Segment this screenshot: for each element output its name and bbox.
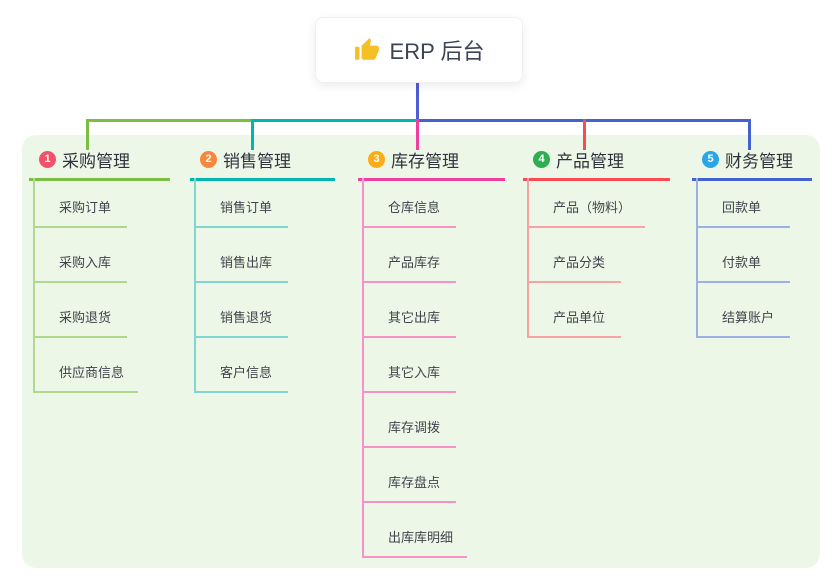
child-node-label: 出库库明细 [388, 530, 454, 545]
child-node[interactable]: 库存调拨 [364, 393, 456, 448]
branches-panel [22, 135, 820, 568]
root-connector-line [416, 83, 419, 121]
root-node-erp[interactable]: ERP 后台 [315, 17, 523, 83]
child-node[interactable]: 销售订单 [196, 178, 288, 228]
branch-children-product: 产品（物料） 产品分类 产品单位 [527, 178, 646, 338]
branch-header-finance[interactable]: 5 财务管理 [692, 147, 812, 181]
child-node[interactable]: 产品分类 [529, 228, 621, 283]
child-node[interactable]: 产品单位 [529, 283, 621, 338]
root-node-label: ERP 后台 [389, 39, 485, 64]
child-node[interactable]: 客户信息 [196, 338, 288, 393]
branch-header-inventory[interactable]: 3 库存管理 [358, 147, 505, 181]
child-node-label: 仓库信息 [388, 200, 441, 215]
branch-label: 财务管理 [725, 152, 793, 171]
connector-horizontal-sales [251, 119, 418, 122]
branch-label: 采购管理 [62, 152, 130, 171]
connector-drop-product [583, 119, 586, 150]
child-node-label: 采购入库 [59, 255, 112, 270]
child-node-label: 产品单位 [553, 310, 606, 325]
child-node[interactable]: 采购退货 [35, 283, 127, 338]
child-node[interactable]: 采购订单 [35, 178, 127, 228]
child-node[interactable]: 其它入库 [364, 338, 456, 393]
child-node-label: 供应商信息 [59, 365, 125, 380]
child-node-label: 客户信息 [220, 365, 273, 380]
branch-label: 产品管理 [556, 152, 624, 171]
branch-badge-4: 4 [533, 151, 550, 168]
branch-badge-3: 3 [368, 151, 385, 168]
branch-header-sales[interactable]: 2 销售管理 [190, 147, 335, 181]
branch-badge-2: 2 [200, 151, 217, 168]
branch-label: 库存管理 [391, 152, 459, 171]
child-node-label: 采购退货 [59, 310, 112, 325]
branch-children-inventory: 仓库信息 产品库存 其它出库 其它入库 库存调拨 库存盘点 出库库明细 [362, 178, 468, 558]
child-node-label: 销售退货 [220, 310, 273, 325]
branch-header-purchase[interactable]: 1 采购管理 [29, 147, 170, 181]
child-node-label: 付款单 [722, 255, 762, 270]
branch-badge-5: 5 [702, 151, 719, 168]
branch-header-product[interactable]: 4 产品管理 [523, 147, 670, 181]
child-node[interactable]: 结算账户 [698, 283, 790, 338]
branch-children-purchase: 采购订单 采购入库 采购退货 供应商信息 [33, 178, 139, 393]
child-node-label: 结算账户 [722, 310, 775, 325]
child-node-label: 产品分类 [553, 255, 606, 270]
child-node[interactable]: 产品（物料） [529, 178, 646, 228]
child-node-label: 采购订单 [59, 200, 112, 215]
child-node-label: 库存盘点 [388, 475, 441, 490]
child-node-label: 产品库存 [388, 255, 441, 270]
child-node[interactable]: 销售出库 [196, 228, 288, 283]
child-node-label: 库存调拨 [388, 420, 441, 435]
branch-children-finance: 回款单 付款单 结算账户 [696, 178, 790, 338]
child-node-label: 销售出库 [220, 255, 273, 270]
child-node-label: 产品（物料） [553, 200, 632, 215]
branch-label: 销售管理 [223, 152, 291, 171]
child-node[interactable]: 销售退货 [196, 283, 288, 338]
thumbs-up-icon [354, 38, 379, 60]
child-node[interactable]: 仓库信息 [364, 178, 456, 228]
child-node-label: 其它入库 [388, 365, 441, 380]
child-node-label: 回款单 [722, 200, 762, 215]
branch-badge-1: 1 [39, 151, 56, 168]
connector-horizontal-purchase [86, 119, 254, 122]
connector-drop-inventory [416, 119, 419, 150]
child-node[interactable]: 供应商信息 [35, 338, 139, 393]
connector-drop-sales [251, 119, 254, 150]
child-node[interactable]: 产品库存 [364, 228, 456, 283]
child-node[interactable]: 其它出库 [364, 283, 456, 338]
child-node-label: 其它出库 [388, 310, 441, 325]
child-node-label: 销售订单 [220, 200, 273, 215]
connector-drop-finance [748, 119, 751, 150]
child-node[interactable]: 采购入库 [35, 228, 127, 283]
child-node[interactable]: 库存盘点 [364, 448, 456, 503]
connector-drop-purchase [86, 119, 89, 150]
child-node[interactable]: 付款单 [698, 228, 790, 283]
branch-children-sales: 销售订单 销售出库 销售退货 客户信息 [194, 178, 288, 393]
child-node[interactable]: 出库库明细 [364, 503, 468, 558]
child-node[interactable]: 回款单 [698, 178, 790, 228]
